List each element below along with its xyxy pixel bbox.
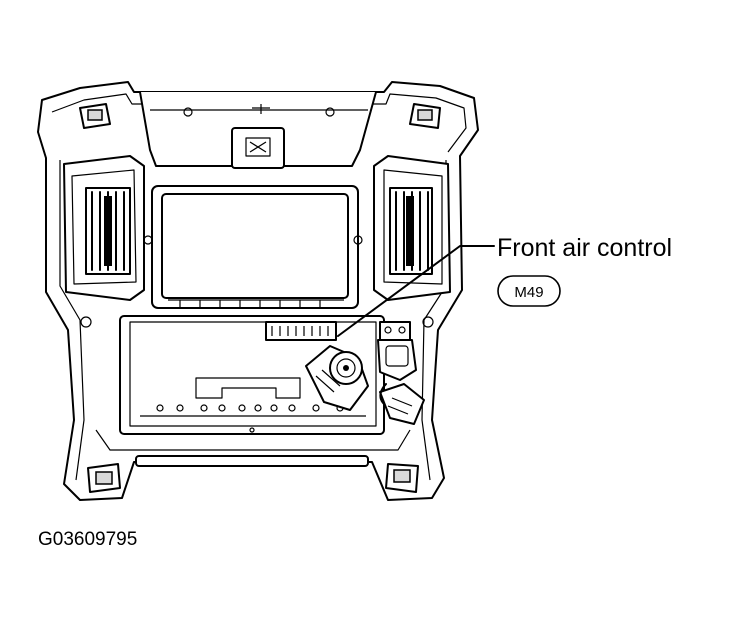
corner-clip-bottom-left xyxy=(87,463,121,493)
connector-m49 xyxy=(265,321,337,341)
callout-leader-line xyxy=(337,245,495,337)
actuator-bracket xyxy=(377,321,425,425)
corner-clip-bottom-right xyxy=(385,463,419,493)
connector-code: M49 xyxy=(514,284,543,301)
connector-code-badge: M49 xyxy=(497,275,561,307)
component-label: Front air control xyxy=(497,234,672,262)
right-air-vent xyxy=(373,155,451,301)
front-air-control-unit xyxy=(305,345,369,411)
bottom-trim-strip xyxy=(135,455,369,467)
pin-row xyxy=(156,404,344,412)
top-recess xyxy=(139,91,377,169)
corner-clip-top-right xyxy=(409,103,441,129)
display-opening xyxy=(143,185,363,309)
left-air-vent xyxy=(63,155,145,301)
figure-id: G03609795 xyxy=(38,529,137,550)
corner-clip-top-left xyxy=(79,103,111,129)
lower-control-opening xyxy=(119,315,385,435)
mount-tab-left xyxy=(80,316,92,328)
mount-tab-right xyxy=(422,316,434,328)
